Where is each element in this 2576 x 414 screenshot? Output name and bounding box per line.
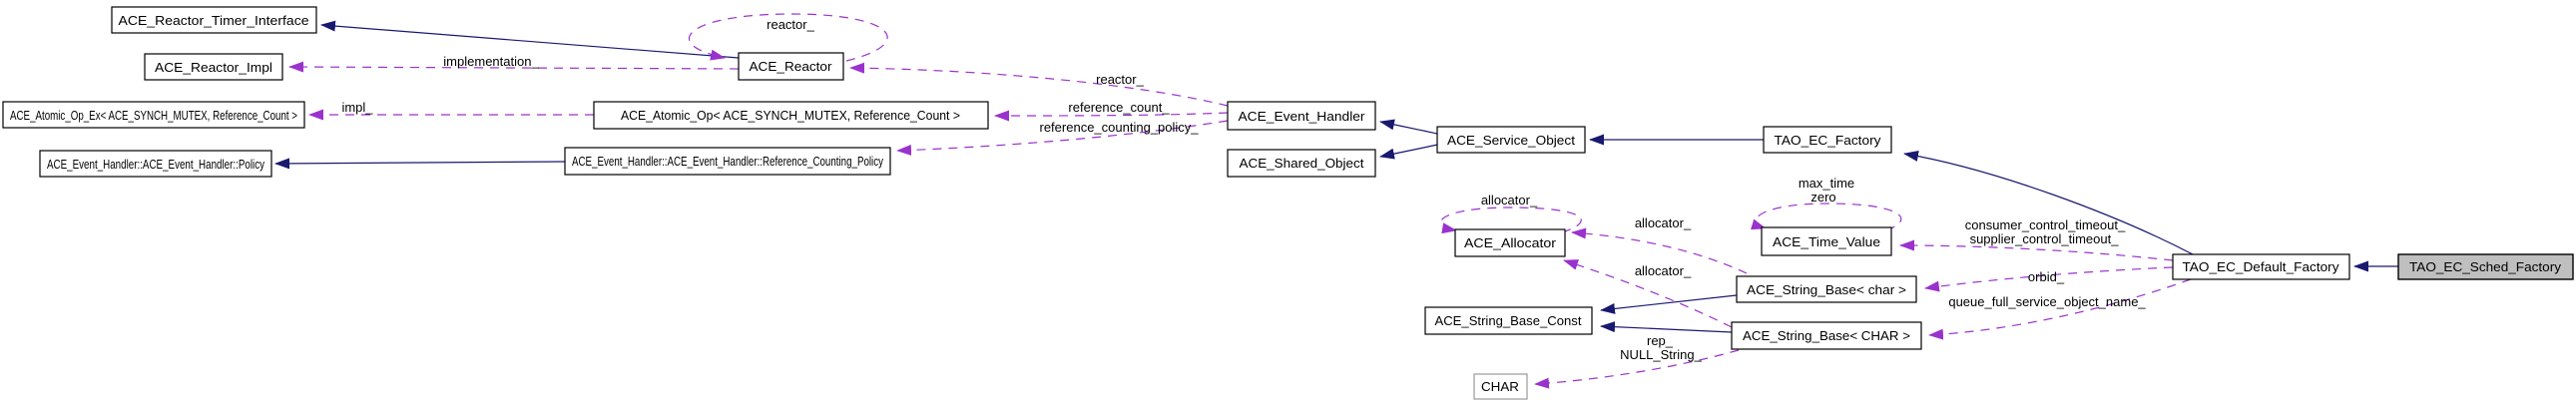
svg-text:ACE_String_Base< CHAR >: ACE_String_Base< CHAR > (1743, 328, 1910, 343)
svg-text:ACE_Event_Handler::ACE_Event_H: ACE_Event_Handler::ACE_Event_Handler::Re… (572, 154, 883, 169)
edge-label-impl: impl_ (341, 100, 373, 115)
edge-uses-reactor-self-loop (689, 13, 888, 62)
node-char: CHAR (1473, 373, 1528, 400)
edge-uses-control-timeouts (1899, 239, 2174, 261)
svg-text:ACE_Service_Object: ACE_Service_Object (1447, 133, 1575, 148)
svg-text:ACE_Event_Handler::ACE_Event_H: ACE_Event_Handler::ACE_Event_Handler::Po… (47, 157, 264, 172)
node-tao-ec-default-factory[interactable]: TAO_EC_Default_Factory (2172, 253, 2350, 280)
edge-label-implementation: implementation_ (443, 54, 539, 69)
node-ace-allocator[interactable]: ACE_Allocator (1454, 228, 1566, 257)
node-ace-shared-object[interactable]: ACE_Shared_Object (1227, 149, 1376, 178)
node-ace-string-base-const[interactable]: ACE_String_Base_Const (1424, 306, 1593, 335)
edge-uses-allocator-from-string-char (1571, 227, 1748, 274)
edge-label-rep: rep_ (1647, 333, 1674, 348)
svg-text:ACE_Time_Value: ACE_Time_Value (1773, 234, 1880, 249)
node-ace-event-handler-policy[interactable]: ACE_Event_Handler::ACE_Event_Handler::Po… (39, 150, 272, 178)
edge-label-reactor: reactor_ (1096, 72, 1144, 87)
edge-inherits-string-char-const (1600, 294, 1738, 314)
edge-uses-time-value-self-loop (1751, 203, 1902, 231)
edge-inherits-service-shared-object (1379, 144, 1438, 160)
edge-label-allocator-lower: allocator_ (1635, 263, 1692, 278)
node-ace-event-handler-reference-counting-policy[interactable]: ACE_Event_Handler::ACE_Event_Handler::Re… (564, 147, 891, 176)
edge-label-consumer-control-timeout: consumer_control_timeout_ (1965, 217, 2126, 232)
svg-text:TAO_EC_Factory: TAO_EC_Factory (1775, 133, 1882, 148)
svg-text:ACE_Reactor_Impl: ACE_Reactor_Impl (155, 60, 272, 75)
node-ace-atomic-op-ex[interactable]: ACE_Atomic_Op_Ex< ACE_SYNCH_MUTEX, Refer… (2, 101, 305, 129)
edge-uses-rep-null-string (1534, 349, 1740, 389)
edge-label-allocator-self: allocator_ (1481, 193, 1538, 207)
svg-text:ACE_String_Base< char >: ACE_String_Base< char > (1747, 282, 1906, 297)
node-ace-reactor-timer-interface[interactable]: ACE_Reactor_Timer_Interface (111, 6, 317, 34)
edge-inherits-string-CHAR-const (1600, 321, 1733, 333)
svg-text:TAO_EC_Default_Factory: TAO_EC_Default_Factory (2183, 259, 2340, 274)
svg-text:ACE_Atomic_Op< ACE_SYNCH_MUTEX: ACE_Atomic_Op< ACE_SYNCH_MUTEX, Referenc… (621, 108, 960, 123)
node-ace-service-object[interactable]: ACE_Service_Object (1436, 126, 1586, 154)
edge-inherits-service-event-handler (1379, 119, 1438, 135)
edge-inherits-reactor-timer-interface (320, 20, 740, 59)
svg-text:ACE_Shared_Object: ACE_Shared_Object (1240, 156, 1364, 171)
edge-label-max-time: max_time (1799, 176, 1854, 191)
edge-uses-allocator-from-string-CHAR (1563, 259, 1733, 328)
node-ace-string-base-char-lower[interactable]: ACE_String_Base< char > (1736, 275, 1917, 303)
edge-label-queue-full-service-object-name: queue_full_service_object_name_ (1948, 294, 2146, 309)
edge-label-orbid: orbid_ (2028, 269, 2065, 284)
svg-text:TAO_EC_Sched_Factory: TAO_EC_Sched_Factory (2409, 259, 2562, 274)
edge-uses-orbid (1924, 266, 2174, 292)
edge-label-reference-count: reference_count_ (1068, 100, 1170, 115)
edge-uses-queue-full-service-object-name (1928, 278, 2192, 340)
edge-inherits-ref-counting-policy-policy (274, 158, 566, 170)
svg-text:ACE_Atomic_Op_Ex< ACE_SYNCH_MU: ACE_Atomic_Op_Ex< ACE_SYNCH_MUTEX, Refer… (10, 108, 297, 123)
svg-text:ACE_Reactor: ACE_Reactor (750, 59, 833, 74)
edge-label-null-string: NULL_String_ (1620, 347, 1702, 362)
edge-uses-reference-counting-policy (896, 120, 1229, 156)
edge-inherits-default-factory-ecfactory (1903, 150, 2194, 255)
svg-text:ACE_String_Base_Const: ACE_String_Base_Const (1435, 313, 1582, 328)
svg-text:CHAR: CHAR (1481, 379, 1519, 394)
edge-label-allocator-upper: allocator_ (1635, 215, 1692, 230)
node-tao-ec-factory[interactable]: TAO_EC_Factory (1763, 126, 1892, 154)
edge-label-reference-counting-policy: reference_counting_policy_ (1040, 120, 1200, 135)
node-ace-event-handler[interactable]: ACE_Event_Handler (1227, 101, 1376, 131)
edge-label-reactor-self: reactor_ (767, 17, 814, 32)
svg-text:ACE_Allocator: ACE_Allocator (1464, 235, 1557, 250)
svg-text:ACE_Event_Handler: ACE_Event_Handler (1239, 109, 1366, 124)
edge-uses-reactor (849, 62, 1229, 107)
node-ace-reactor[interactable]: ACE_Reactor (738, 52, 844, 81)
svg-text:ACE_Reactor_Timer_Interface: ACE_Reactor_Timer_Interface (119, 13, 309, 28)
edge-uses-implementation (288, 61, 740, 73)
node-ace-string-base-CHAR-upper[interactable]: ACE_String_Base< CHAR > (1731, 321, 1922, 350)
node-ace-atomic-op[interactable]: ACE_Atomic_Op< ACE_SYNCH_MUTEX, Referenc… (593, 101, 989, 130)
edge-uses-allocator-self-loop (1440, 207, 1582, 234)
node-ace-reactor-impl[interactable]: ACE_Reactor_Impl (144, 53, 283, 81)
edge-label-supplier-control-timeout: supplier_control_timeout_ (1970, 231, 2120, 246)
edge-label-zero: zero (1810, 190, 1835, 205)
node-tao-ec-sched-factory-focus: TAO_EC_Sched_Factory (2397, 253, 2574, 280)
node-ace-time-value[interactable]: ACE_Time_Value (1761, 226, 1892, 256)
